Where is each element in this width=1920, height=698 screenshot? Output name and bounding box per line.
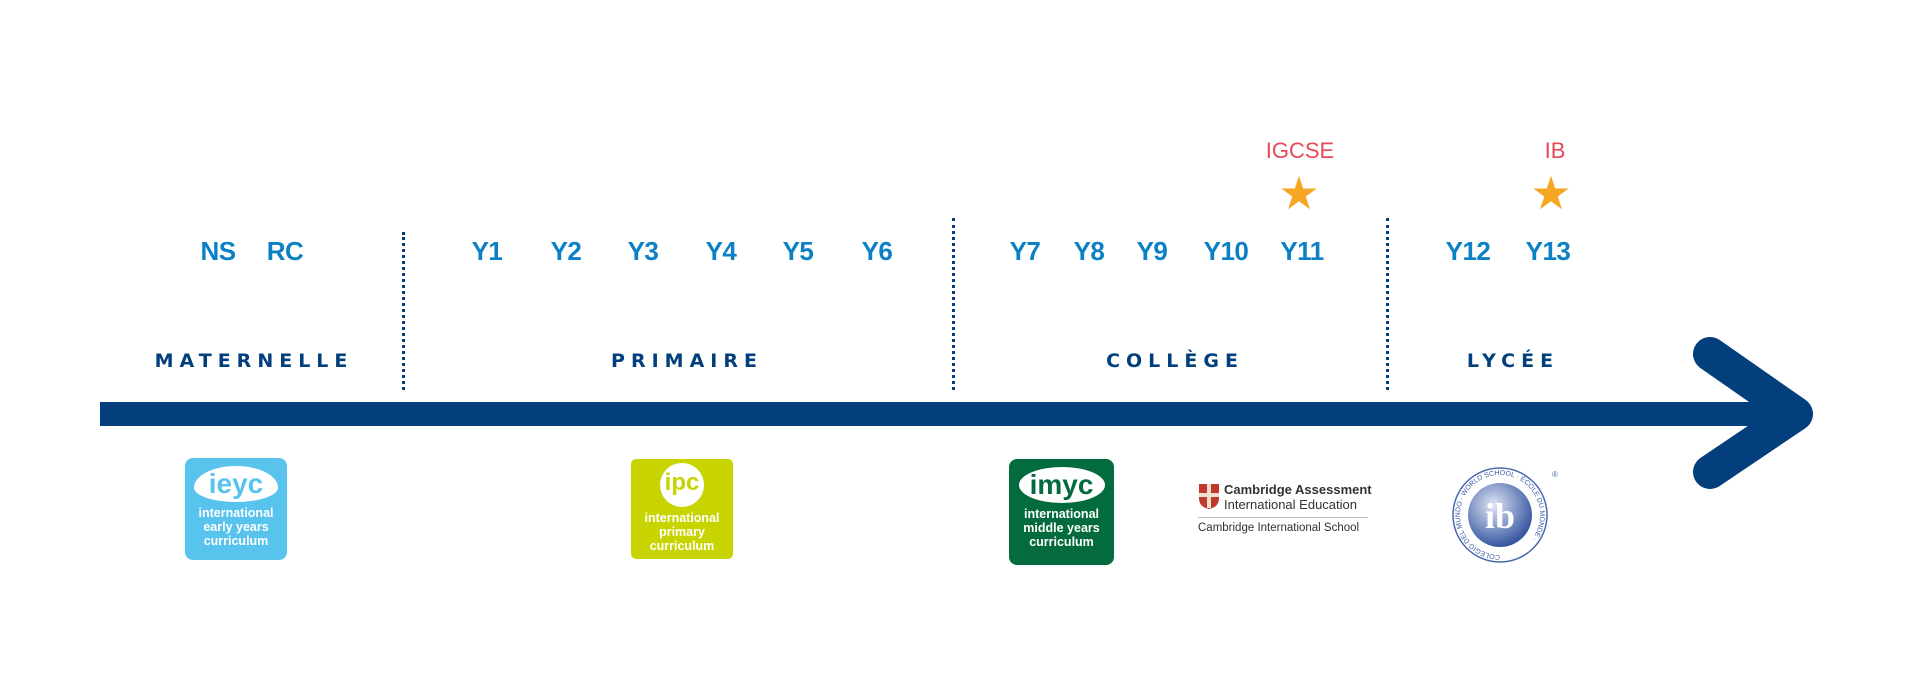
cambridge-shield-icon — [1199, 484, 1219, 509]
ipc-logo: ipc international primary curriculum — [631, 459, 733, 559]
imyc-mark: imyc — [1018, 467, 1105, 503]
ieyc-mark: ieyc — [194, 466, 278, 502]
year-y10: Y10 — [1203, 236, 1249, 266]
divider-maternelle-primaire — [402, 232, 405, 390]
ieyc-logo: ieyc international early years curriculu… — [185, 458, 287, 560]
year-y13: Y13 — [1525, 236, 1571, 266]
year-y12: Y12 — [1445, 236, 1491, 266]
ib-world-school-logo: COLEGIO DEL MUNDO · WORLD SCHOOL · ÉCOLE… — [1450, 465, 1560, 565]
year-y7: Y7 — [1009, 236, 1041, 266]
divider-college-lycee — [1386, 218, 1389, 390]
year-y6: Y6 — [861, 236, 893, 266]
svg-text:ib: ib — [1485, 496, 1515, 536]
year-y3: Y3 — [627, 236, 659, 266]
year-y5: Y5 — [782, 236, 814, 266]
imyc-logo: imyc international middle years curricul… — [1009, 459, 1114, 565]
star-icon: ★ — [1530, 167, 1572, 219]
year-y11: Y11 — [1280, 236, 1324, 266]
year-y1: Y1 — [471, 236, 503, 266]
stage-maternelle: MATERNELLE — [154, 350, 354, 372]
year-y9: Y9 — [1136, 236, 1168, 266]
stage-primaire: PRIMAIRE — [611, 350, 763, 372]
year-y4: Y4 — [705, 236, 737, 266]
exam-igcse-label: IGCSE — [1265, 138, 1335, 163]
timeline-bar — [100, 402, 1790, 426]
stage-lycee: LYCÉE — [1466, 350, 1560, 372]
divider-primaire-college — [952, 218, 955, 390]
year-rc: RC — [266, 236, 304, 266]
exam-ib-label: IB — [1544, 138, 1566, 163]
ib-seal-icon: COLEGIO DEL MUNDO · WORLD SCHOOL · ÉCOLE… — [1452, 467, 1558, 563]
year-y2: Y2 — [550, 236, 582, 266]
year-ns: NS — [200, 236, 236, 266]
year-y8: Y8 — [1073, 236, 1105, 266]
star-icon: ★ — [1278, 167, 1320, 219]
svg-text:®: ® — [1552, 470, 1558, 479]
stage-college: COLLÈGE — [1106, 350, 1244, 372]
ipc-mark: ipc — [660, 463, 704, 507]
arrow-head — [1693, 337, 1813, 489]
